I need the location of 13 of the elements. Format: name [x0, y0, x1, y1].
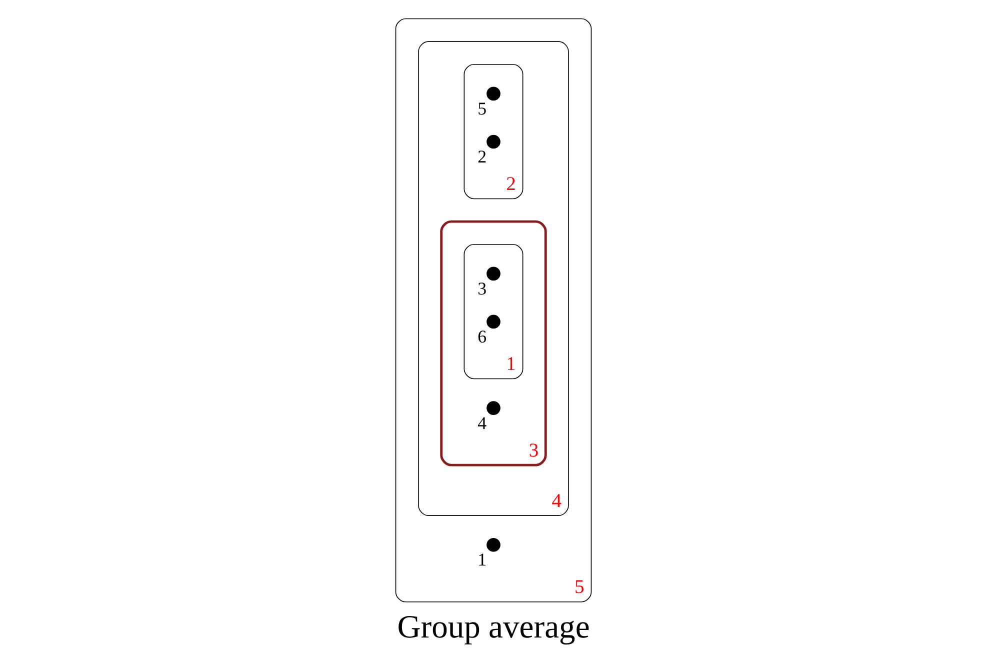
- node-label: 2: [477, 146, 486, 167]
- node-label: 1: [477, 550, 486, 570]
- node-circle: [486, 314, 500, 329]
- node-label: 6: [477, 326, 486, 347]
- node-circle: [486, 401, 500, 415]
- node-circle: [486, 538, 500, 552]
- node-circle: [486, 134, 500, 149]
- node-label: 3: [477, 278, 486, 299]
- node-label: 4: [477, 412, 486, 433]
- node-circle: [486, 86, 500, 101]
- diagram-title: Group average: [396, 610, 590, 646]
- node-circle: [486, 266, 500, 281]
- node-label: 5: [477, 98, 486, 119]
